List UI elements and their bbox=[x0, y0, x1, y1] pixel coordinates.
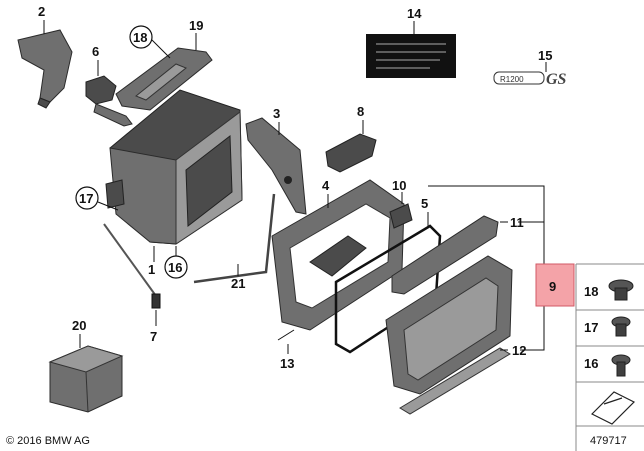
callout-17b: 17 bbox=[584, 320, 598, 335]
part-4-frame[interactable] bbox=[271, 179, 405, 331]
callout-15: 15 bbox=[538, 48, 552, 63]
part-1-case-body[interactable] bbox=[105, 89, 243, 245]
callout-16a: 16 bbox=[168, 260, 182, 275]
callout-1: 1 bbox=[148, 262, 155, 277]
part-2-cover[interactable] bbox=[17, 29, 73, 109]
callout-5: 5 bbox=[421, 196, 428, 211]
callout-9: 9 bbox=[549, 279, 556, 294]
part-14-label[interactable] bbox=[366, 34, 456, 78]
part-10-hinge[interactable] bbox=[389, 203, 413, 229]
callout-7: 7 bbox=[150, 329, 157, 344]
part-16-knob[interactable] bbox=[611, 354, 631, 377]
part-17-knob[interactable] bbox=[611, 316, 631, 337]
part-19-mat[interactable] bbox=[115, 47, 213, 111]
callout-19: 19 bbox=[189, 18, 203, 33]
arrow-icon bbox=[590, 391, 636, 425]
part-3-bracket[interactable] bbox=[245, 117, 307, 215]
callout-3: 3 bbox=[273, 106, 280, 121]
callout-18-circle bbox=[129, 25, 153, 49]
callout-18: 18 bbox=[133, 30, 147, 45]
part-11-handle[interactable] bbox=[391, 215, 499, 295]
callout-17a-circle bbox=[75, 186, 99, 210]
callout-20: 20 bbox=[72, 318, 86, 333]
copyright: © 2016 BMW AG bbox=[6, 435, 90, 447]
callout-14: 14 bbox=[407, 6, 422, 21]
callout-21: 21 bbox=[231, 276, 245, 291]
callout-10: 10 bbox=[392, 178, 406, 193]
callout-17a: 17 bbox=[79, 191, 93, 206]
part-20-box[interactable] bbox=[48, 345, 124, 413]
callout-18b: 18 bbox=[584, 284, 598, 299]
part-21-rod[interactable] bbox=[193, 193, 276, 284]
part-15-badge[interactable]: R1200 GS bbox=[493, 71, 567, 88]
badge-suffix: GS bbox=[546, 71, 567, 88]
part-12-lid[interactable] bbox=[385, 255, 513, 415]
callout-13: 13 bbox=[280, 356, 294, 371]
diagram-id: 479717 bbox=[590, 435, 627, 447]
part-6-bracket[interactable] bbox=[85, 75, 133, 127]
callout-16b: 16 bbox=[584, 356, 598, 371]
callout-9-highlight[interactable] bbox=[535, 263, 575, 307]
callout-6: 6 bbox=[92, 44, 99, 59]
callout-12: 12 bbox=[512, 343, 526, 358]
callout-11: 11 bbox=[510, 215, 524, 230]
part-8-small-cover[interactable] bbox=[325, 133, 377, 173]
part-7-cable[interactable] bbox=[103, 223, 161, 309]
callout-8: 8 bbox=[357, 104, 364, 119]
part-18-knob[interactable] bbox=[608, 279, 634, 301]
badge-prefix: R1200 bbox=[500, 75, 524, 84]
callout-4: 4 bbox=[322, 178, 330, 193]
callout-2: 2 bbox=[38, 4, 45, 19]
